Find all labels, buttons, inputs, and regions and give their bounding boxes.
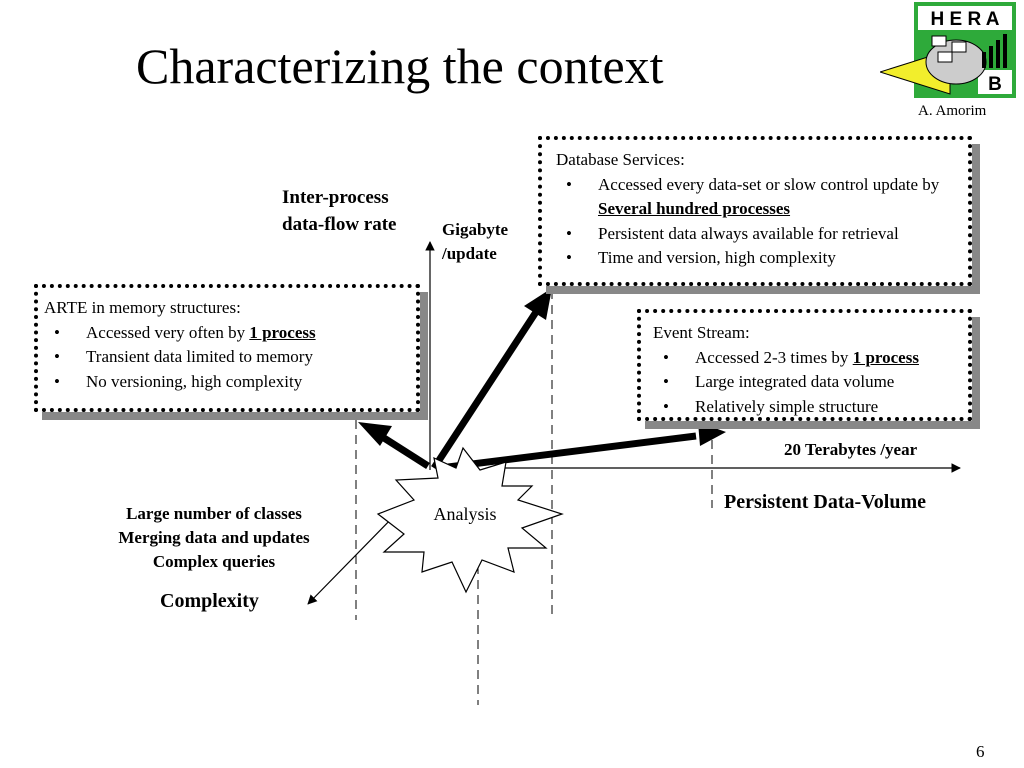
- arte-item-1-emphasis: 1 process: [249, 322, 316, 342]
- complexity-notes: Large number of classes Merging data and…: [90, 502, 338, 574]
- logo-bars: [982, 34, 1007, 68]
- logo-title-band: [918, 6, 1012, 30]
- author-label: A. Amorim: [918, 103, 987, 119]
- event-item-1-text: Accessed 2-3 times by: [695, 347, 853, 367]
- event-item-1-emphasis: 1 process: [852, 347, 919, 367]
- arte-item-3-text: No versioning, high complexity: [86, 371, 303, 391]
- database-box-header: Database Services:: [556, 150, 685, 169]
- event-box-list: Accessed 2-3 times by 1 process Large in…: [653, 346, 964, 418]
- arte-item-3: No versioning, high complexity: [44, 370, 410, 395]
- y-unit-line2: /update: [442, 244, 497, 263]
- z-axis-title: Complexity: [160, 590, 259, 612]
- database-services-box: Database Services: Accessed every data-s…: [538, 136, 972, 286]
- complexity-note-3: Complex queries: [152, 552, 276, 571]
- complexity-note-1: Large number of classes: [126, 504, 302, 523]
- logo-top-text: H E R A: [931, 9, 1000, 30]
- database-item-3: Time and version, high complexity: [556, 246, 962, 271]
- arte-box-header: ARTE in memory structures:: [44, 298, 241, 317]
- database-item-2-text: Persistent data always available for ret…: [598, 223, 899, 243]
- y-axis-title-line2: data-flow rate: [282, 214, 397, 235]
- x-axis-unit: 20 Terabytes /year: [784, 440, 918, 459]
- arte-item-2-text: Transient data limited to memory: [86, 347, 313, 366]
- event-item-3-text: Relatively simple structure: [695, 396, 879, 416]
- y-axis-title-line1: Inter-process: [282, 187, 389, 208]
- bold-arrow-arte: [358, 422, 430, 469]
- event-item-3: Relatively simple structure: [653, 395, 964, 418]
- complexity-note-2: Merging data and updates: [118, 528, 310, 547]
- analysis-label: Analysis: [434, 504, 497, 524]
- logo-chip-1: [931, 35, 947, 47]
- y-axis-title: Inter-process data-flow rate: [282, 184, 397, 238]
- event-item-2: Large integrated data volume: [653, 370, 964, 395]
- database-item-1: Accessed every data-set or slow control …: [556, 173, 962, 222]
- database-item-1-emphasis: Several hundred processes: [598, 199, 791, 218]
- slide-title: Characterizing the context: [136, 38, 664, 94]
- database-box-list: Accessed every data-set or slow control …: [556, 173, 962, 271]
- page-number: 6: [976, 742, 985, 761]
- event-box-header: Event Stream:: [653, 323, 750, 342]
- arte-box-list: Accessed very often by 1 process Transie…: [44, 321, 410, 395]
- y-axis-unit: Gigabyte /update: [442, 218, 508, 266]
- logo-chip-2: [951, 41, 967, 53]
- database-item-3-text: Time and version, high complexity: [598, 248, 836, 267]
- logo-bottom-text: B: [988, 74, 1002, 95]
- logo-chip-3: [937, 51, 953, 63]
- event-stream-box: Event Stream: Accessed 2-3 times by 1 pr…: [637, 309, 972, 421]
- database-item-2: Persistent data always available for ret…: [556, 222, 962, 247]
- arte-item-1-text: Accessed very often by: [86, 322, 250, 342]
- y-unit-line1: Gigabyte: [442, 220, 509, 239]
- arte-item-2: Transient data limited to memory: [44, 345, 410, 370]
- event-item-1: Accessed 2-3 times by 1 process: [653, 346, 964, 371]
- arte-memory-box: ARTE in memory structures: Accessed very…: [34, 284, 420, 412]
- bold-arrow-database: [431, 288, 552, 470]
- arte-item-1: Accessed very often by 1 process: [44, 321, 410, 346]
- logo-b-band: [978, 70, 1012, 94]
- x-axis-title: Persistent Data-Volume: [724, 491, 927, 513]
- analysis-burst: [376, 446, 564, 594]
- hera-b-logo: H E R A B: [880, 2, 1016, 98]
- bold-arrow-event: [439, 422, 726, 472]
- z-axis: [307, 509, 401, 605]
- event-item-2-text: Large integrated data volume: [695, 372, 895, 391]
- database-item-1-text: Accessed every data-set or slow control …: [598, 174, 940, 194]
